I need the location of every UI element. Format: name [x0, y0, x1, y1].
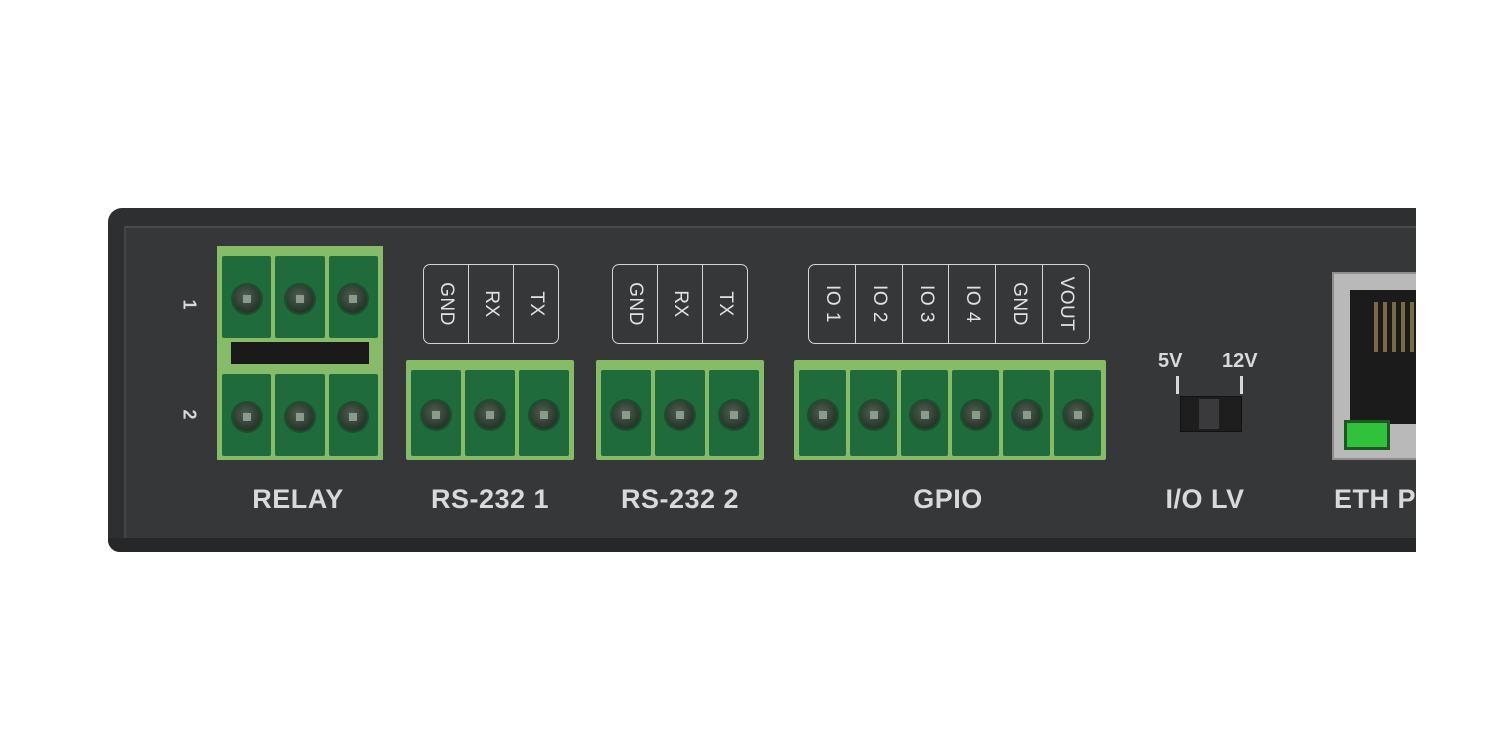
pin-label: IO 3	[903, 265, 950, 343]
io-lv-5v-tick	[1176, 376, 1179, 394]
relay-slot	[222, 364, 272, 456]
pin-label: GND	[613, 265, 658, 343]
relay-slot	[275, 364, 325, 456]
connector-slot	[601, 360, 651, 456]
io-lv-12v-label: 12V	[1222, 350, 1258, 372]
screw-terminal[interactable]	[1012, 400, 1041, 429]
connector-slot	[465, 360, 515, 456]
screw-terminal[interactable]	[666, 400, 694, 429]
connector-slot	[901, 360, 948, 456]
io-lv-switch-knob[interactable]	[1199, 399, 1219, 429]
screw-terminal[interactable]	[530, 400, 558, 429]
ethernet-port[interactable]	[1332, 272, 1416, 460]
panel-bottom-lip	[108, 538, 1416, 552]
relay-label: RELAY	[252, 484, 344, 514]
connector-slot	[411, 360, 461, 456]
screw-terminal[interactable]	[910, 400, 939, 429]
relay-connector[interactable]	[217, 246, 383, 460]
io-lv-12v-tick	[1240, 376, 1243, 394]
connector-slot	[519, 360, 569, 456]
connector-slot	[655, 360, 705, 456]
rs232-2-pin-labels: GND RX TX	[612, 264, 748, 344]
rs232-1-connector[interactable]	[406, 360, 574, 460]
screw-terminal[interactable]	[961, 400, 990, 429]
screw-terminal[interactable]	[232, 402, 261, 431]
screw-terminal[interactable]	[232, 284, 261, 313]
screw-terminal[interactable]	[859, 400, 888, 429]
rs232-1-pin-labels: GND RX TX	[423, 264, 559, 344]
screw-terminal[interactable]	[808, 400, 837, 429]
relay-slot	[328, 364, 378, 456]
pin-label: GND	[996, 265, 1044, 343]
pin-label: IO 4	[949, 265, 997, 343]
gpio-label: GPIO	[913, 484, 983, 514]
io-lv-label: I/O LV	[1165, 484, 1245, 514]
pin-label: TX	[715, 291, 736, 317]
device-rear-panel: 1 2 RELAY GND RX TX RS-232 1 GND RX TX	[108, 208, 1416, 552]
relay-gap	[231, 342, 369, 364]
screw-terminal[interactable]	[720, 400, 748, 429]
pin-label: RX	[658, 265, 703, 343]
rs232-1-label: RS-232 1	[430, 484, 550, 514]
relay-row-1-number: 1	[179, 299, 200, 310]
ethernet-jack-contacts	[1374, 302, 1416, 352]
screw-terminal[interactable]	[339, 402, 368, 431]
connector-slot	[850, 360, 897, 456]
relay-slot	[275, 246, 325, 338]
pin-label: VOUT	[1056, 276, 1078, 332]
connector-slot	[1003, 360, 1050, 456]
connector-slot	[799, 360, 846, 456]
gpio-connector[interactable]	[794, 360, 1106, 460]
gpio-pin-labels: IO 1 IO 2 IO 3 IO 4 GND VOUT	[808, 264, 1090, 344]
eth-label: ETH P	[1334, 484, 1416, 514]
relay-slot	[328, 246, 378, 338]
io-lv-switch[interactable]	[1180, 396, 1242, 432]
rs232-2-label: RS-232 2	[620, 484, 740, 514]
relay-row-2-number: 2	[179, 409, 200, 420]
screw-terminal[interactable]	[339, 284, 368, 313]
screw-terminal[interactable]	[422, 400, 450, 429]
screw-terminal[interactable]	[612, 400, 640, 429]
screw-terminal[interactable]	[285, 402, 314, 431]
pin-label: IO 2	[856, 265, 903, 343]
pin-label: TX	[526, 291, 547, 317]
screw-terminal[interactable]	[1063, 400, 1092, 429]
screw-terminal[interactable]	[285, 284, 314, 313]
pin-label: IO 1	[809, 265, 856, 343]
relay-row-1[interactable]	[217, 246, 383, 342]
ethernet-link-led	[1344, 420, 1390, 450]
pin-label: RX	[469, 265, 514, 343]
connector-slot	[952, 360, 999, 456]
io-lv-5v-label: 5V	[1158, 350, 1183, 372]
relay-row-2[interactable]	[217, 364, 383, 460]
rs232-2-connector[interactable]	[596, 360, 764, 460]
connector-slot	[1054, 360, 1101, 456]
relay-slot	[222, 246, 272, 338]
connector-slot	[709, 360, 759, 456]
pin-label: GND	[424, 265, 469, 343]
screw-terminal[interactable]	[476, 400, 504, 429]
